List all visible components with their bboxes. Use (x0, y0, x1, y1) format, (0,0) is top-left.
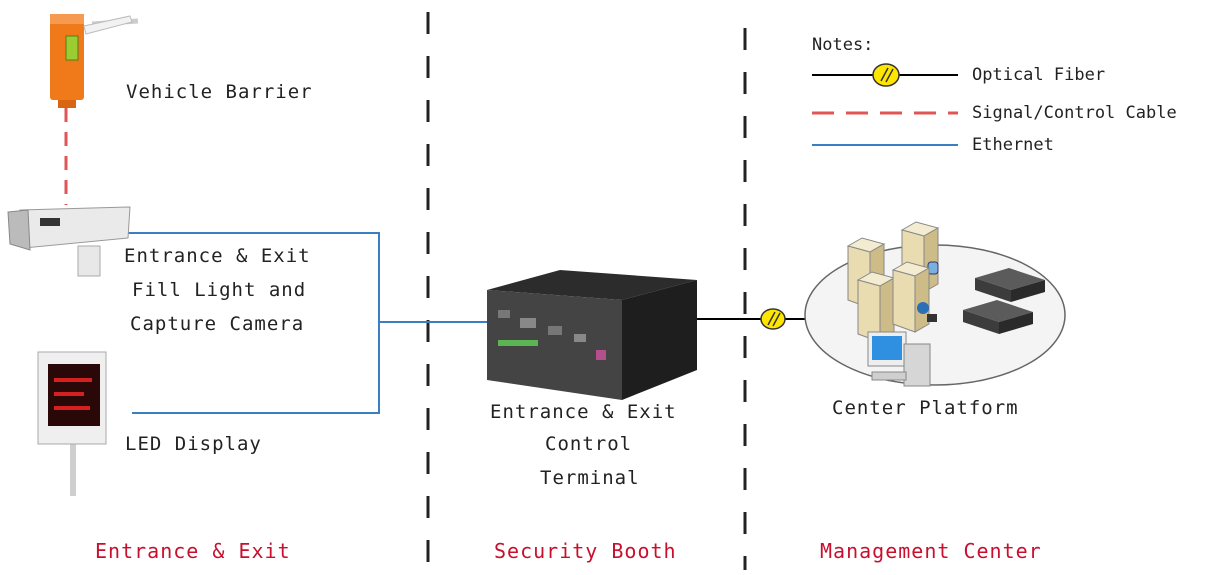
zone-label-entrance: Entrance & Exit (95, 539, 291, 563)
barrier-icon (50, 14, 139, 108)
legend-fiber: Optical Fiber (812, 63, 1105, 87)
led-label: LED Display (125, 433, 262, 455)
camera-label-line3: Capture Camera (130, 313, 304, 335)
zone-label-booth: Security Booth (494, 539, 677, 563)
barrier-label: Vehicle Barrier (126, 81, 313, 103)
terminal-icon (487, 270, 697, 400)
camera-icon (7, 206, 131, 277)
legend-title: Notes: (812, 35, 873, 55)
legend-ethernet: Ethernet (812, 135, 1054, 155)
server-cluster-icon (804, 221, 1066, 387)
terminal-label-line3: Terminal (540, 467, 640, 489)
legend-label-signal: Signal/Control Cable (972, 103, 1177, 123)
fiber-legend-icon (872, 63, 900, 87)
fiber-connector-icon (760, 308, 786, 330)
terminal-label-line2: Control (545, 433, 632, 455)
legend-label-ethernet: Ethernet (972, 135, 1054, 155)
camera-label-line1: Entrance & Exit (124, 245, 311, 267)
legend-label-fiber: Optical Fiber (972, 65, 1105, 85)
legend: Notes: Optical Fiber Signal/Control Cabl… (812, 35, 1177, 155)
camera-label-line2: Fill Light and (132, 279, 306, 301)
zone-label-center: Management Center (820, 539, 1042, 563)
platform-label: Center Platform (832, 397, 1019, 419)
legend-signal: Signal/Control Cable (812, 103, 1177, 123)
terminal-label-line1: Entrance & Exit (490, 401, 677, 423)
led-display-icon (37, 351, 107, 496)
